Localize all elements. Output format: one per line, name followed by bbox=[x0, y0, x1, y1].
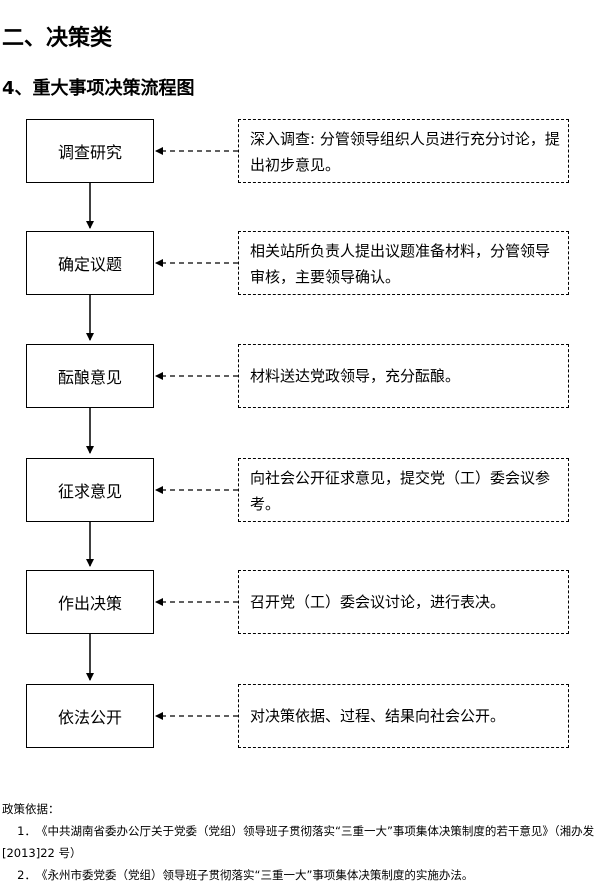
note-make-decision: 召开党（工）委会议讨论，进行表决。 bbox=[238, 570, 569, 634]
note-investigate: 深入调查: 分管领导组织人员进行充分讨论，提出初步意见。 bbox=[238, 119, 569, 183]
policy-ref-text: 《中共湖南省委办公厅关于党委（党组）领导班子贯彻落实“三重一大”事项集体决策制度… bbox=[2, 824, 595, 860]
policy-ref-text: 《永州市委党委（党组）领导班子贯彻落实“三重一大”事项集体决策制度的实施办法。 bbox=[36, 868, 474, 882]
step-investigate: 调查研究 bbox=[26, 119, 154, 183]
policy-basis-heading: 政策依据： bbox=[2, 802, 60, 816]
note-deliberate: 材料送达党政领导，充分酝酿。 bbox=[238, 344, 569, 408]
section-title: 二、决策类 bbox=[2, 26, 113, 51]
note-set-agenda: 相关站所负责人提出议题准备材料，分管领导审核，主要领导确认。 bbox=[238, 231, 569, 295]
note-disclose: 对决策依据、过程、结果向社会公开。 bbox=[238, 684, 569, 748]
note-solicit-opinions: 向社会公开征求意见，提交党（工）委会议参考。 bbox=[238, 458, 569, 522]
step-disclose: 依法公开 bbox=[26, 684, 154, 748]
policy-ref-number: 1． bbox=[17, 824, 36, 838]
policy-ref-1: 1．《中共湖南省委办公厅关于党委（党组）领导班子贯彻落实“三重一大”事项集体决策… bbox=[2, 820, 602, 864]
step-make-decision: 作出决策 bbox=[26, 570, 154, 634]
policy-basis: 政策依据： 1．《中共湖南省委办公厅关于党委（党组）领导班子贯彻落实“三重一大”… bbox=[2, 798, 602, 886]
policy-ref-number: 2． bbox=[17, 868, 36, 882]
step-solicit-opinions: 征求意见 bbox=[26, 458, 154, 522]
flowchart-title: 4、重大事项决策流程图 bbox=[2, 78, 195, 99]
policy-ref-2: 2．《永州市委党委（党组）领导班子贯彻落实“三重一大”事项集体决策制度的实施办法… bbox=[2, 864, 602, 886]
step-deliberate: 酝酿意见 bbox=[26, 344, 154, 408]
step-set-agenda: 确定议题 bbox=[26, 231, 154, 295]
